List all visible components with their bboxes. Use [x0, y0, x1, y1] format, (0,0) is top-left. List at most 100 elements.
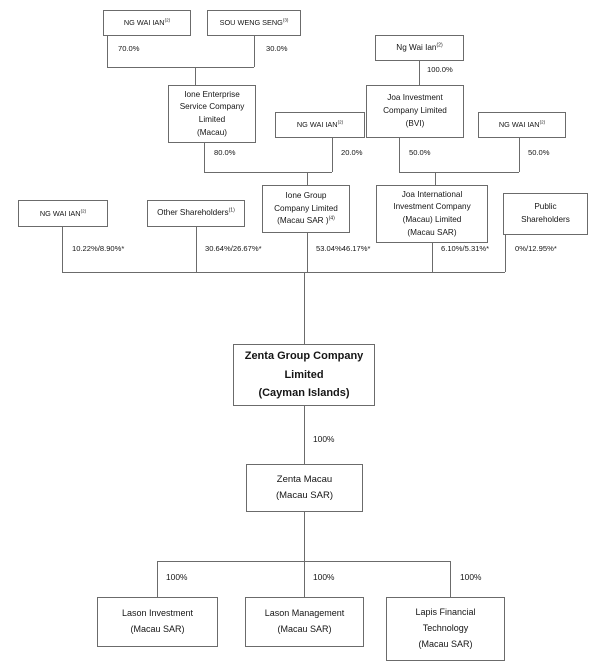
node-label-line2: Company Limited: [274, 203, 338, 213]
connector-other-shareholders-down: [196, 227, 197, 272]
node-ng-wai-ian-right: Ng Wai Ian(2): [375, 35, 464, 61]
node-label-line1: Lason Management: [264, 608, 345, 619]
connector-zenta-to-macau: [304, 406, 305, 464]
edge-label-100-zenta-macau: 100%: [313, 434, 335, 444]
edge-label-50-joa: 50.0%: [409, 148, 431, 157]
node-zenta-group: Zenta Group Company Limited (Cayman Isla…: [233, 344, 375, 406]
node-label-line1: Zenta Macau: [276, 473, 333, 485]
edge-label-30: 30.0%: [266, 44, 288, 53]
node-joa-investment: Joa Investment Company Limited (BVI): [366, 85, 464, 138]
connector-joa-international-down: [432, 243, 433, 272]
connector-ione-enterprise-down: [204, 143, 205, 172]
node-label-line1: Joa Investment: [387, 93, 443, 103]
node-ng-wai-ian-top: NG WAI IAN(2): [103, 10, 191, 36]
edge-label-80: 80.0%: [214, 148, 236, 157]
footnote-ref: (2): [80, 208, 87, 214]
edge-label-70: 70.0%: [118, 44, 140, 53]
connector-ngright-down: [419, 61, 420, 85]
connector-ngmid-down: [332, 138, 333, 172]
edge-label-50-ng: 50.0%: [528, 148, 550, 157]
node-label-line4: (Macau): [196, 127, 228, 137]
edge-label-joa-zenta: 6.10%/5.31%*: [441, 244, 490, 253]
node-sou-weng-seng: SOU WENG SENG(3): [207, 10, 301, 36]
connector-to-lapis-financial: [450, 561, 451, 597]
connector-bar-ione-group: [204, 172, 332, 173]
node-label-line2: Service Company: [179, 102, 245, 112]
node-lason-management: Lason Management (Macau SAR): [245, 597, 364, 647]
node-label-line3: Limited: [198, 115, 226, 124]
node-label-line3: (BVI): [405, 118, 425, 128]
node-label-line2: (Macau SAR): [130, 624, 185, 634]
connector-public-shareholders-down: [505, 235, 506, 272]
connector-ione-group-down: [307, 233, 308, 272]
node-label: Ng Wai Ian: [396, 42, 437, 52]
footnote-ref: (4): [328, 215, 335, 222]
node-label-line1: Lason Investment: [121, 608, 194, 619]
connector-sou-down: [254, 36, 255, 67]
node-label: NG WAI IAN: [39, 208, 81, 218]
connector-bar-ione-enterprise: [107, 67, 254, 68]
footnote-ref: (2): [337, 119, 344, 125]
connector-into-ione-group: [307, 172, 308, 185]
edge-label-100-joa: 100.0%: [427, 65, 453, 74]
edge-label-20: 20.0%: [341, 148, 363, 157]
node-label-line3: (Cayman Islands): [258, 387, 350, 400]
connector-nglowerleft-down: [62, 227, 63, 272]
footnote-ref: (3): [282, 17, 289, 23]
node-label-line2: Shareholders: [521, 215, 570, 224]
node-lapis-financial: Lapis Financial Technology (Macau SAR): [386, 597, 505, 661]
node-ione-enterprise: Ione Enterprise Service Company Limited …: [168, 85, 256, 143]
node-label-line2: Limited: [284, 368, 324, 381]
node-label-line3: (Macau SAR): [418, 638, 473, 649]
node-ione-group: Ione Group Company Limited (Macau SAR )(…: [262, 185, 350, 233]
connector-ngfarright-down: [519, 138, 520, 172]
edge-label-100-lason-management: 100%: [313, 572, 335, 582]
node-label-line1: Public: [534, 202, 557, 212]
node-label-line4: (Macau SAR): [407, 227, 457, 237]
node-label-line1: Ione Group: [285, 190, 327, 200]
node-label-line2: Company Limited: [383, 106, 447, 116]
node-zenta-macau: Zenta Macau (Macau SAR): [246, 464, 363, 512]
node-label-line1: Lapis Financial: [415, 607, 476, 618]
connector-bar-subsidiaries: [157, 561, 450, 562]
node-joa-international: Joa International Investment Company (Ma…: [376, 185, 488, 243]
connector-into-ione-enterprise: [195, 67, 196, 85]
connector-into-joa-international: [435, 172, 436, 185]
node-lason-investment: Lason Investment (Macau SAR): [97, 597, 218, 647]
node-label-line1: Ione Enterprise: [184, 89, 240, 99]
connector-bar-joa-international: [399, 172, 519, 173]
node-label-line2: Investment Company: [393, 202, 471, 212]
edge-label-other-zenta: 30.64%/26.67%*: [205, 244, 262, 253]
node-ng-wai-ian-far-right: NG WAI IAN(2): [478, 112, 566, 138]
node-label-line2: (Macau SAR): [275, 490, 333, 501]
connector-into-zenta-group: [304, 272, 305, 344]
footnote-ref: (2): [436, 41, 443, 48]
edge-label-ione-zenta: 53.04%46.17%*: [316, 244, 371, 253]
connector-to-lason-investment: [157, 561, 158, 597]
connector-ng-top-down: [107, 36, 108, 67]
node-label: SOU WENG SENG: [219, 18, 283, 28]
footnote-ref: (1): [228, 207, 235, 214]
node-label: NG WAI IAN: [296, 120, 338, 130]
node-label: NG WAI IAN: [498, 120, 540, 130]
footnote-ref: (2): [539, 119, 546, 125]
node-label-line3: (Macau) Limited: [402, 215, 462, 224]
node-label: NG WAI IAN: [123, 18, 165, 28]
edge-label-public-zenta: 0%/12.95%*: [515, 244, 557, 253]
connector-joa-investment-down: [399, 138, 400, 172]
node-label-line2: (Macau SAR): [277, 624, 332, 634]
footnote-ref: (2): [164, 17, 171, 23]
node-other-shareholders: Other Shareholders(1): [147, 200, 245, 227]
edge-label-100-lapis-financial: 100%: [460, 572, 482, 582]
node-ng-wai-ian-lower-left: NG WAI IAN(2): [18, 200, 108, 227]
node-label-line1: Zenta Group Company: [244, 349, 364, 362]
node-label-line2: Technology: [422, 623, 469, 634]
node-public-shareholders: Public Shareholders: [503, 193, 588, 235]
connector-bus-bar-zenta: [62, 272, 505, 273]
connector-to-lason-management: [304, 561, 305, 597]
connector-zenta-macau-down: [304, 512, 305, 561]
edge-label-100-lason-investment: 100%: [166, 572, 188, 582]
node-ng-wai-ian-mid: NG WAI IAN(2): [275, 112, 365, 138]
node-label: Other Shareholders: [157, 208, 229, 218]
